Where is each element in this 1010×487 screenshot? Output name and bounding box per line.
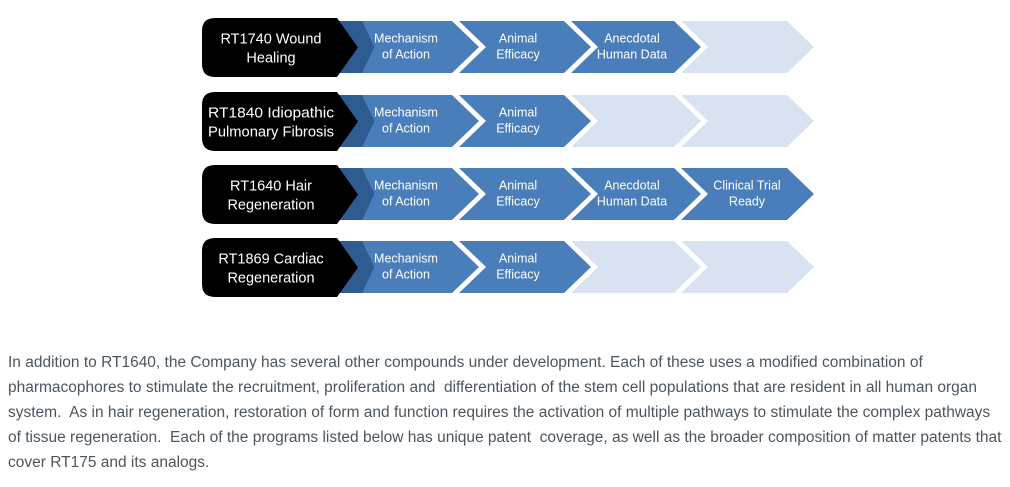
stage-chevron-pending (571, 241, 701, 293)
program-label-shape (202, 238, 358, 297)
stage-chevron (350, 95, 479, 147)
stage-chevron (459, 168, 591, 220)
stage-chevron (571, 21, 701, 73)
stage-chevron (350, 21, 479, 73)
program-label-shape (202, 18, 358, 77)
stage-chevron (350, 168, 479, 220)
stage-chevron (459, 21, 591, 73)
stage-chevron-pending (571, 95, 701, 147)
stage-chevron (350, 241, 479, 293)
program-label-shape (202, 92, 358, 151)
stage-chevron-pending (681, 95, 814, 147)
program-label-shape (202, 165, 358, 224)
body-paragraph: In addition to RT1640, the Company has s… (8, 354, 1006, 471)
stage-chevron (681, 168, 814, 220)
stage-chevron-pending (681, 241, 814, 293)
stage-chevron (459, 241, 591, 293)
stage-chevron (571, 168, 701, 220)
stage-chevron-pending (681, 21, 814, 73)
stage-chevron (459, 95, 591, 147)
